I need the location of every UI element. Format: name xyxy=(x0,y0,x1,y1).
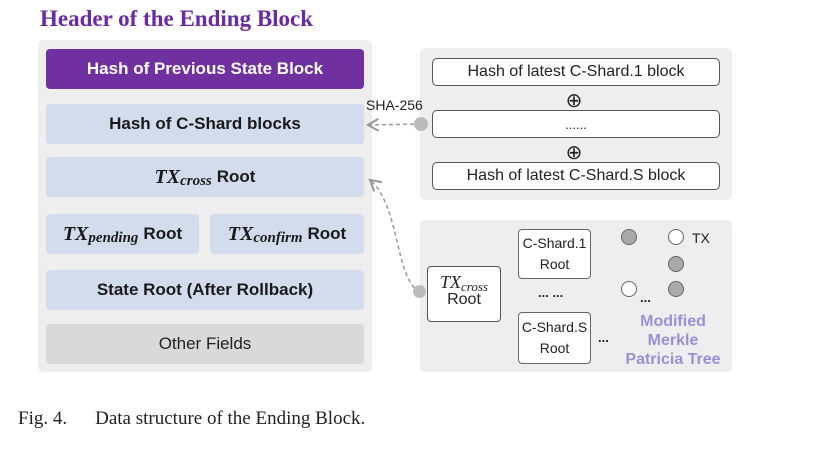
state-root-field: State Root (After Rollback) xyxy=(46,270,364,310)
middle-hash-box: ...... xyxy=(432,110,720,138)
tree-root-dot xyxy=(413,285,426,298)
tree-root-main: TX xyxy=(440,272,462,292)
tree-root-sub: cross xyxy=(461,279,488,294)
tree-node-circle xyxy=(668,256,684,272)
sha-arrow xyxy=(365,117,422,132)
figure-caption: Fig. 4. Data structure of the Ending Bloc… xyxy=(18,408,365,430)
header-panel xyxy=(38,40,372,372)
cshardS-root-node: C-Shard.S Root xyxy=(518,312,591,364)
tx-leaf-circle xyxy=(668,229,684,245)
tx-cross-suffix: Root xyxy=(216,167,256,186)
tree-root-box: TXcross Root xyxy=(427,266,501,322)
tx-confirm-main: TX xyxy=(227,222,254,245)
tree-mid-dots: ... ... xyxy=(538,285,564,300)
cshard1-line1: C-Shard.1 xyxy=(522,235,587,251)
figure-number: Fig. 4. xyxy=(18,408,68,429)
figure-caption-text: Data structure of the Ending Block. xyxy=(95,408,366,429)
sha256-label: SHA-256 xyxy=(366,97,423,113)
cshardS-line2: Root xyxy=(539,340,570,356)
xor-symbol-bottom: ⊕ xyxy=(565,142,583,164)
tx-pending-sub: pending xyxy=(88,229,139,246)
tree-side-dots: ... xyxy=(598,330,609,345)
cshard1-line2: Root xyxy=(539,256,570,272)
tx-leaf-label: TX xyxy=(692,230,710,246)
cshardS-line1: C-Shard.S xyxy=(521,319,588,335)
tx-cross-arrow xyxy=(368,178,421,293)
tx-confirm-suffix: Root xyxy=(307,224,347,243)
tx-pending-suffix: Root xyxy=(143,224,183,243)
mpt-line1: Modified xyxy=(640,313,706,330)
tree-root-suffix: Root xyxy=(447,291,481,308)
tx-cross-sub: cross xyxy=(180,172,212,189)
tx-pending-main: TX xyxy=(62,222,89,245)
tree-leaf-dots: ... xyxy=(640,290,651,305)
mpt-line2: Merkle xyxy=(647,332,699,349)
tx-confirm-sub: confirm xyxy=(253,229,303,246)
tree-node-circle xyxy=(621,229,637,245)
shard1-hash-box: Hash of latest C-Shard.1 block xyxy=(432,58,720,86)
diagram-title: Header of the Ending Block xyxy=(40,6,314,31)
tx-cross-main: TX xyxy=(154,165,181,188)
tree-node-circle xyxy=(621,281,637,297)
sha-connector-dot xyxy=(414,117,428,131)
mpt-label: Modified Merkle Patricia Tree xyxy=(618,312,728,369)
cshard1-root-node: C-Shard.1 Root xyxy=(518,229,591,279)
other-fields: Other Fields xyxy=(46,324,364,364)
shardS-hash-box: Hash of latest C-Shard.S block xyxy=(432,162,720,190)
mpt-line3: Patricia Tree xyxy=(625,351,721,368)
tree-node-circle xyxy=(668,281,684,297)
prev-state-hash-field: Hash of Previous State Block xyxy=(46,49,364,89)
cshard-hash-field: Hash of C-Shard blocks xyxy=(46,104,364,144)
xor-symbol-top: ⊕ xyxy=(565,90,583,112)
